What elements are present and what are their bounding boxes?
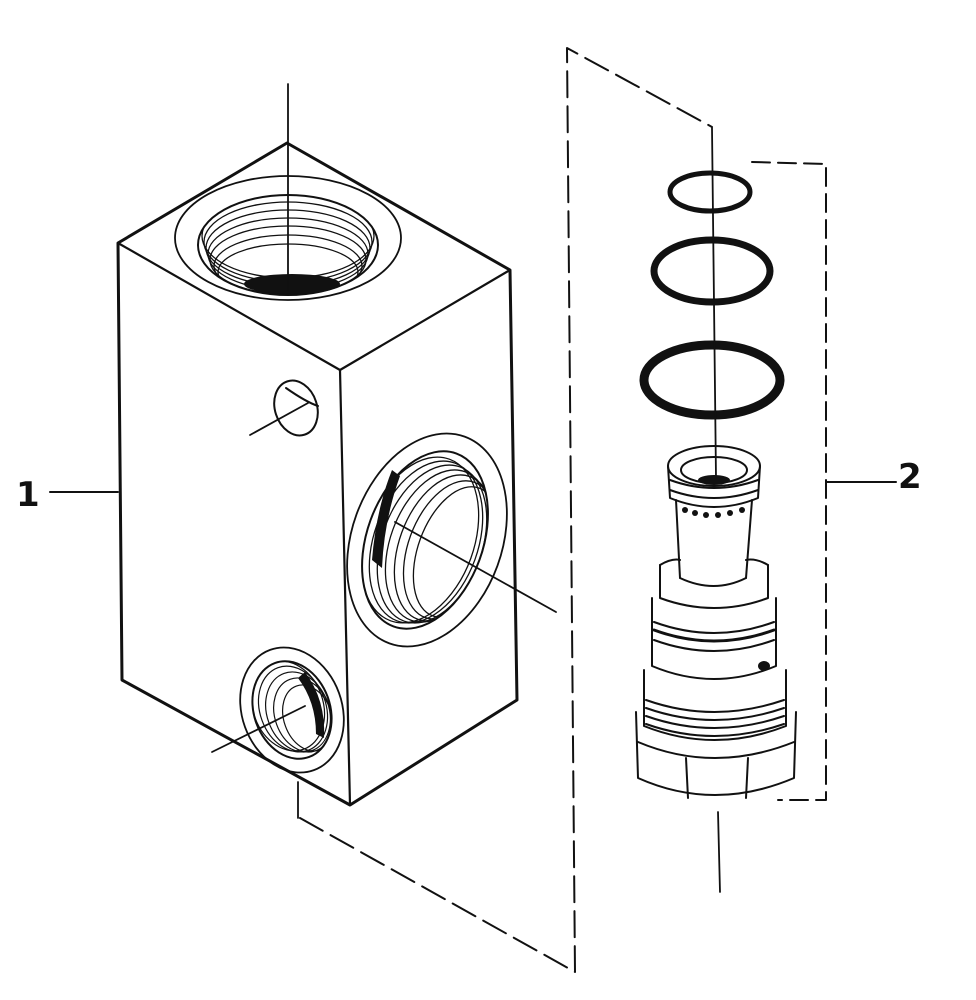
valve-body-outline bbox=[116, 141, 519, 807]
cartridge-valve bbox=[635, 445, 797, 799]
small-o-ring bbox=[667, 170, 753, 214]
body-center-lines bbox=[211, 83, 557, 819]
valve-body-top-edge bbox=[116, 241, 512, 372]
medium-o-ring bbox=[650, 236, 774, 306]
large-o-ring bbox=[639, 340, 785, 420]
pilot-port-hole bbox=[273, 379, 319, 437]
callout-label-1: 1 bbox=[16, 475, 40, 515]
callout-label-2: 2 bbox=[898, 457, 922, 497]
cartridge-seal-kit bbox=[635, 127, 827, 893]
valve-body bbox=[116, 83, 557, 819]
lower-threaded-port bbox=[239, 646, 345, 774]
assembly-path-dashed bbox=[299, 47, 713, 973]
valve-body-vertical-edge bbox=[338, 368, 352, 807]
